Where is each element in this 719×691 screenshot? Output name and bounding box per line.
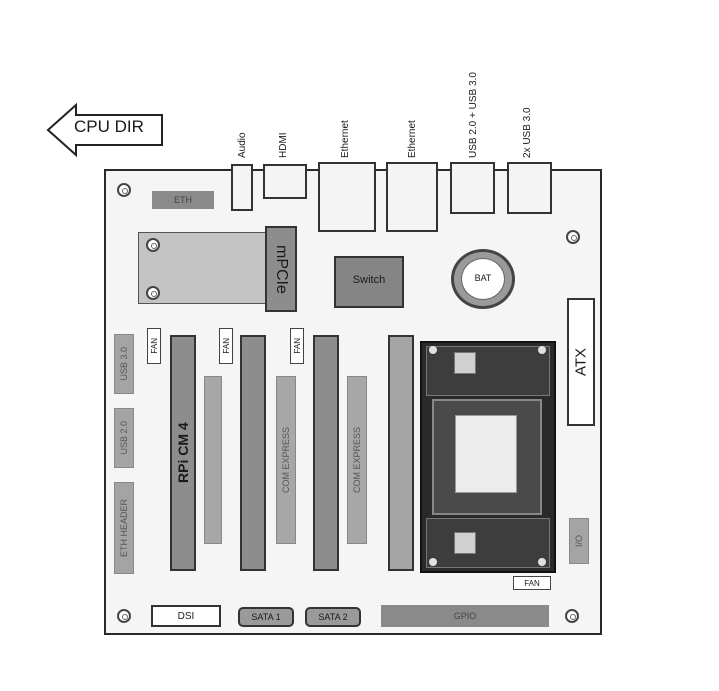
cpu-die	[455, 415, 517, 493]
usb-mixed-label: USB 2.0 + USB 3.0	[468, 72, 479, 158]
mpcie-screw	[146, 286, 160, 300]
cpu-corner-dot	[538, 346, 546, 354]
mounting-hole	[117, 609, 131, 623]
usb-mixed-port	[450, 162, 495, 214]
fan-header-1: FAN	[147, 328, 161, 364]
battery-label: BAT	[474, 273, 492, 283]
cpu-cap	[454, 532, 476, 554]
atx-connector	[567, 298, 595, 426]
sata-2-connector: SATA 2	[305, 607, 361, 627]
ethernet-port-1	[318, 162, 376, 232]
fan-header-2: FAN	[219, 328, 233, 364]
dsi-connector: DSI	[151, 605, 221, 627]
rpi-cm4-label: RPi CM 4	[175, 422, 191, 484]
ethernet-label-1: Ethernet	[340, 120, 351, 158]
audio-port	[231, 164, 253, 211]
switch-label: Switch	[352, 274, 386, 286]
usb-30-label: 2x USB 3.0	[522, 107, 533, 158]
hdmi-label: HDMI	[278, 132, 289, 158]
cpu-corner-dot	[429, 346, 437, 354]
sata-1-connector: SATA 1	[238, 607, 294, 627]
cpu-upper-bracket	[426, 346, 550, 396]
battery-inner	[461, 258, 505, 300]
cpu-corner-dot	[429, 558, 437, 566]
ethernet-label-2: Ethernet	[407, 120, 418, 158]
usb-30-port	[507, 162, 552, 214]
usb2-header: USB 2.0	[114, 408, 134, 468]
cpu-cap	[454, 352, 476, 374]
pcie-slot-3-aux: COM EXPRESS	[347, 376, 367, 544]
mpcie-screw	[146, 238, 160, 252]
mpcie-connector	[265, 226, 297, 312]
usb3-header: USB 3.0	[114, 334, 134, 394]
rpi-cm4-slot	[170, 335, 196, 571]
cpu-side-slot	[388, 335, 414, 571]
switch-chip	[334, 256, 404, 308]
pcie-slot-2	[240, 335, 266, 571]
mounting-hole	[565, 609, 579, 623]
io-header: I/O	[569, 518, 589, 564]
mounting-hole	[117, 183, 131, 197]
fan-header-3: FAN	[290, 328, 304, 364]
cpu-direction-arrow	[46, 102, 163, 158]
audio-label: Audio	[237, 132, 248, 158]
eth-header-side: ETH HEADER	[114, 482, 134, 574]
ethernet-port-2	[386, 162, 438, 232]
cpu-corner-dot	[538, 558, 546, 566]
atx-label: ATX	[572, 347, 590, 377]
cpu-lower-bracket	[426, 518, 550, 568]
cpu-dir-label: CPU DIR	[74, 117, 144, 136]
pcie-slot-2-aux: COM EXPRESS	[276, 376, 296, 544]
pcie-slot-3	[313, 335, 339, 571]
gpio-header: GPIO	[381, 605, 549, 627]
mpcie-card	[138, 232, 270, 304]
hdmi-port	[263, 164, 307, 199]
mpcie-label: mPCIe	[273, 244, 290, 294]
mounting-hole	[566, 230, 580, 244]
cpu-fan-header: FAN	[513, 576, 551, 590]
pcie-slot-1-aux	[204, 376, 222, 544]
eth-header: ETH	[152, 191, 214, 209]
